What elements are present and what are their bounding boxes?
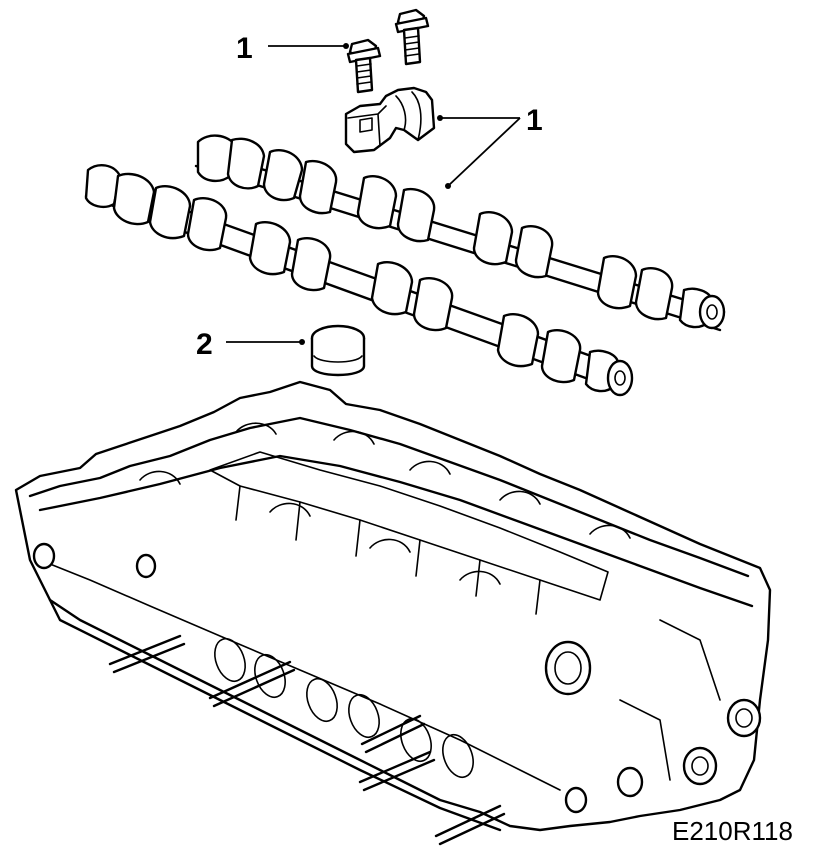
- cylinder-head: [14, 380, 772, 846]
- leader-cap-dot: [437, 115, 443, 121]
- callout-tappet-label: 2: [196, 328, 213, 361]
- leader-tappet-dot: [299, 339, 305, 345]
- bearing-cap: [344, 86, 436, 154]
- leader-camshaft-dot: [445, 183, 451, 189]
- leader-bolt-dot: [343, 43, 349, 49]
- camshaft-upper: [194, 134, 726, 332]
- callout-cap-label: 1: [526, 104, 543, 137]
- leader-camshaft: [447, 117, 521, 187]
- callout-bolt-label: 1: [236, 32, 253, 65]
- reference-code: E210R118: [672, 816, 793, 846]
- hydraulic-tappet: [310, 324, 366, 377]
- bolt-right: [394, 8, 430, 66]
- bolt-left: [346, 38, 382, 94]
- camshaft-lower: [84, 164, 634, 397]
